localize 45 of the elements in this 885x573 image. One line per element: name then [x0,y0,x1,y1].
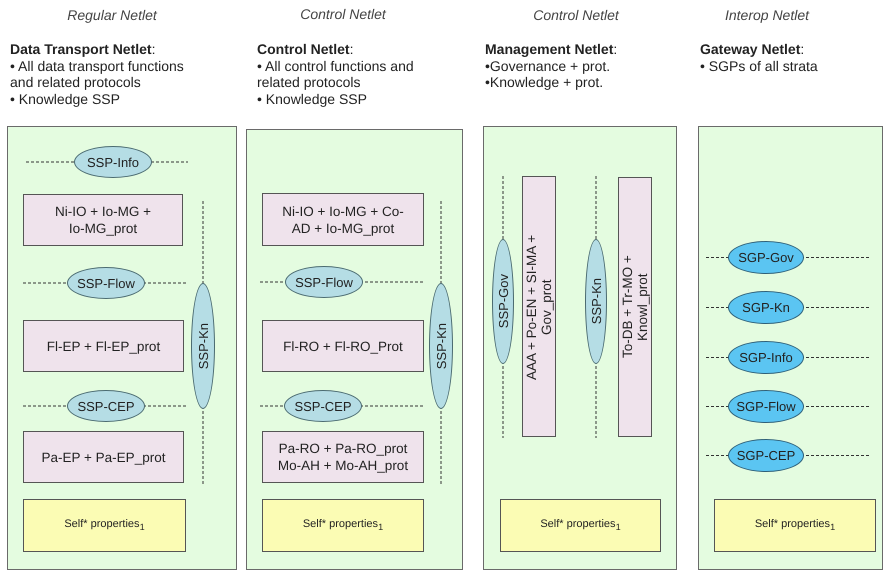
netlet-description: • Knowledge SSP [10,91,121,107]
function-box: Fl-EP + Fl-EP_prot [23,320,184,372]
netlet-description: Management Netlet: [485,41,618,57]
netlet-description: Control Netlet: [257,41,354,57]
service-oval: SSP-Kn [191,283,215,409]
function-box: Pa-EP + Pa-EP_prot [23,431,184,483]
function-box: Ni-IO + Io-MG + Io-MG_prot [23,194,183,246]
netlet-panel [698,126,883,570]
netlet-description: Gateway Netlet: [700,41,806,57]
gateway-oval: SGP-Gov [728,241,804,274]
properties-box: Self* properties$_{1}$ [262,499,424,552]
properties-box: Self* properties$_{1}$ [23,499,186,552]
netlet-description: Data Transport Netlet: [10,41,156,57]
service-oval: SSP-Gov [492,239,514,364]
netlet-description: • All control functions and related protocols [257,58,415,90]
service-oval: SSP-Info [74,146,152,178]
service-oval: SSP-CEP [284,390,362,422]
function-box: AAA + Po-EN + SI-MA + Gov_prot [522,176,556,437]
service-oval: SSP-Kn [585,239,607,364]
column-title: Interop Netlet [724,7,810,23]
netlet-description: •Governance + prot. [485,58,612,74]
properties-box: Self* properties$_{1}$ [714,499,876,552]
netlet-panel [483,126,677,570]
netlet-description: • Knowledge SSP [257,91,368,107]
netlet-description: • All data transport functions and related protocols [10,58,185,90]
netlet-panel [7,126,237,570]
netlet-description: •Knowledge + prot. [485,74,604,90]
service-oval: SSP-Flow [285,266,363,298]
gateway-oval: SGP-Kn [728,291,804,324]
function-box: Pa-RO + Pa-RO_prot Mo-AH + Mo-AH_prot [262,431,424,483]
netlet-description: • SGPs of all strata [700,58,819,74]
column-title: Regular Netlet [67,7,157,23]
gateway-oval: SGP-CEP [728,439,804,472]
gateway-oval: SGP-Flow [728,390,804,423]
function-box: To-DB + Tr-MO + Knowl_prot [618,177,652,437]
column-title: Control Netlet [300,6,386,22]
netlet-panel [246,129,463,570]
function-box: Ni-IO + Io-MG + Co-AD + Io-MG_prot [262,193,424,246]
function-box: Fl-RO + Fl-RO_Prot [262,320,424,372]
gateway-oval: SGP-Info [728,341,804,374]
column-title: Control Netlet [533,7,619,23]
service-oval: SSP-Flow [67,267,145,299]
service-oval: SSP-CEP [67,390,145,422]
service-oval: SSP-Kn [429,283,453,409]
properties-box: Self* properties$_{1}$ [500,499,661,552]
